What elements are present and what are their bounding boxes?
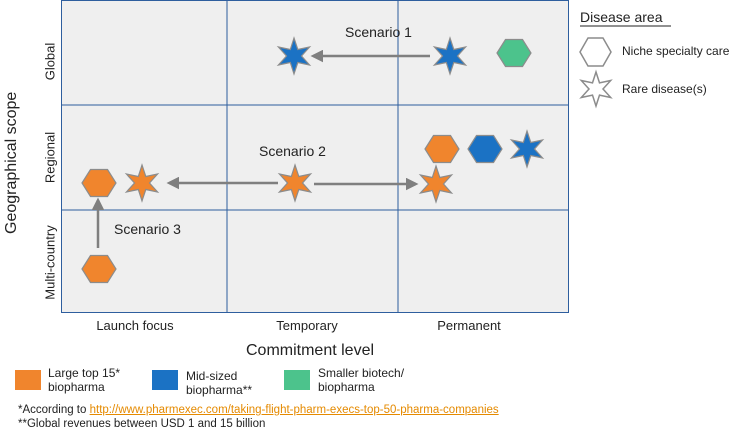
mid-sized-star-icon: [276, 36, 312, 76]
legend-label-small: Smaller biotech/ biopharma: [318, 366, 405, 394]
large-top-15-hexagon-icon: [81, 168, 117, 198]
scenario-3-label: Scenario 3: [114, 221, 181, 237]
large-top-15-hexagon-icon: [81, 254, 117, 284]
large-top-15-star-icon: [277, 163, 313, 203]
disease-legend-item-rare: Rare disease(s): [622, 82, 707, 96]
scenario-1-label: Scenario 1: [345, 24, 412, 40]
legend-swatch-small: [284, 370, 310, 390]
row-label-regional: Regional: [42, 131, 58, 184]
mid-sized-hexagon-icon: [467, 134, 503, 164]
disease-legend-title: Disease area: [580, 9, 663, 25]
row-label-global: Global: [42, 42, 58, 81]
legend-swatch-large: [15, 370, 41, 390]
column-label-launch-focus: Launch focus: [96, 318, 174, 333]
footnote-2: **Global revenues between USD 1 and 15 b…: [18, 418, 266, 430]
footnote-1-prefix: *According to: [18, 404, 90, 416]
legend-label-mid: Mid-sized biopharma**: [186, 369, 253, 397]
column-label-temporary: Temporary: [276, 318, 338, 333]
legend-label-large: Large top 15* biopharma: [48, 366, 121, 394]
large-top-15-hexagon-icon: [424, 134, 460, 164]
x-axis-title: Commitment level: [245, 342, 375, 359]
source-link[interactable]: http://www.pharmexec.com/taking-flight-p…: [89, 404, 499, 416]
large-top-15-star-icon: [418, 164, 454, 204]
column-label-permanent: Permanent: [437, 318, 501, 333]
mid-sized-star-icon: [432, 36, 468, 76]
matrix-grid: [61, 0, 569, 313]
legend-hexagon-icon: [579, 37, 612, 67]
smaller-biotech-hexagon-icon: [496, 38, 532, 68]
large-top-15-star-icon: [124, 163, 160, 203]
legend-star-icon: [579, 69, 613, 109]
mid-sized-star-icon: [509, 129, 545, 169]
legend-swatch-mid: [152, 370, 178, 390]
scenario-2-label: Scenario 2: [259, 143, 326, 159]
footnote-1: *According to http://www.pharmexec.com/t…: [18, 404, 499, 416]
row-label-multi-country: Multi-country: [42, 225, 58, 300]
marker-layer: [81, 36, 545, 284]
y-axis-title: Geographical scope: [3, 91, 20, 234]
disease-legend-item-niche: Niche specialty care: [622, 44, 730, 58]
